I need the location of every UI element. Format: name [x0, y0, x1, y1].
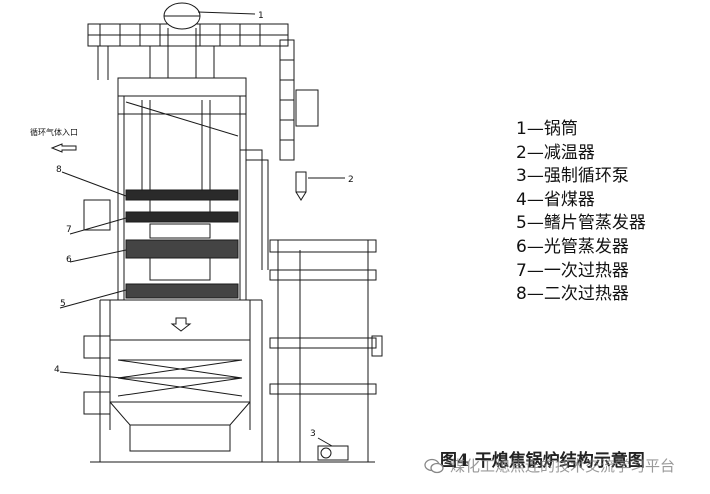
- legend-item-2: 2—减温器: [516, 142, 595, 163]
- desuperheater: [295, 171, 307, 193]
- callout-2: 2: [348, 175, 354, 185]
- callout-labels: 1 2 3 4 5 6 7 8: [54, 11, 354, 439]
- callout-4: 4: [54, 365, 60, 375]
- callout-8: 8: [56, 165, 62, 175]
- watermark-text: 煤化工熄焦连的技术交流学习平台: [450, 457, 676, 475]
- legend-item-5: 5—鳍片管蒸发器: [516, 213, 646, 234]
- boiler-structure: [50, 2, 383, 463]
- legend-item-3: 3—强制循环泵: [516, 166, 629, 187]
- callout-3: 3: [310, 429, 316, 439]
- leader-6: [69, 249, 127, 263]
- leader-8: [61, 171, 127, 197]
- wechat-icon: [424, 458, 444, 473]
- finned-tube-evaporator: [125, 283, 239, 299]
- legend-item-7: 7—一次过热器: [516, 260, 629, 281]
- legend-item-4: 4—省煤器: [516, 189, 595, 210]
- leader-3: [317, 437, 333, 447]
- secondary-superheater: [125, 189, 239, 201]
- leader-7: [69, 217, 127, 235]
- legend-item-6: 6—光管蒸发器: [516, 236, 629, 257]
- leader-1: [197, 11, 256, 15]
- bare-tube-evaporator: [125, 239, 239, 259]
- leader-4: [59, 371, 123, 379]
- primary-superheater: [125, 211, 239, 223]
- legend-item-8: 8—二次过热器: [516, 284, 629, 305]
- callout-6: 6: [66, 255, 72, 265]
- legend: 1—锅筒 2—减温器 3—强制循环泵 4—省煤器 5—鳍片管蒸发器 6—光管蒸发…: [516, 118, 706, 307]
- figure-caption: 图4 干熄焦锅炉结构示意图: [440, 451, 645, 471]
- callout-1: 1: [258, 11, 264, 21]
- gas-inlet-label: 循环气体入口: [30, 128, 78, 137]
- legend-item-1: 1—锅筒: [516, 119, 578, 139]
- callout-5: 5: [60, 299, 66, 309]
- circulation-pump: [317, 445, 349, 461]
- watermark: 煤化工熄焦连的技术交流学习平台: [424, 455, 675, 476]
- economizer: [109, 339, 251, 403]
- leader-5: [59, 289, 127, 309]
- bottom-outlet: [129, 424, 231, 452]
- callout-7: 7: [66, 225, 72, 235]
